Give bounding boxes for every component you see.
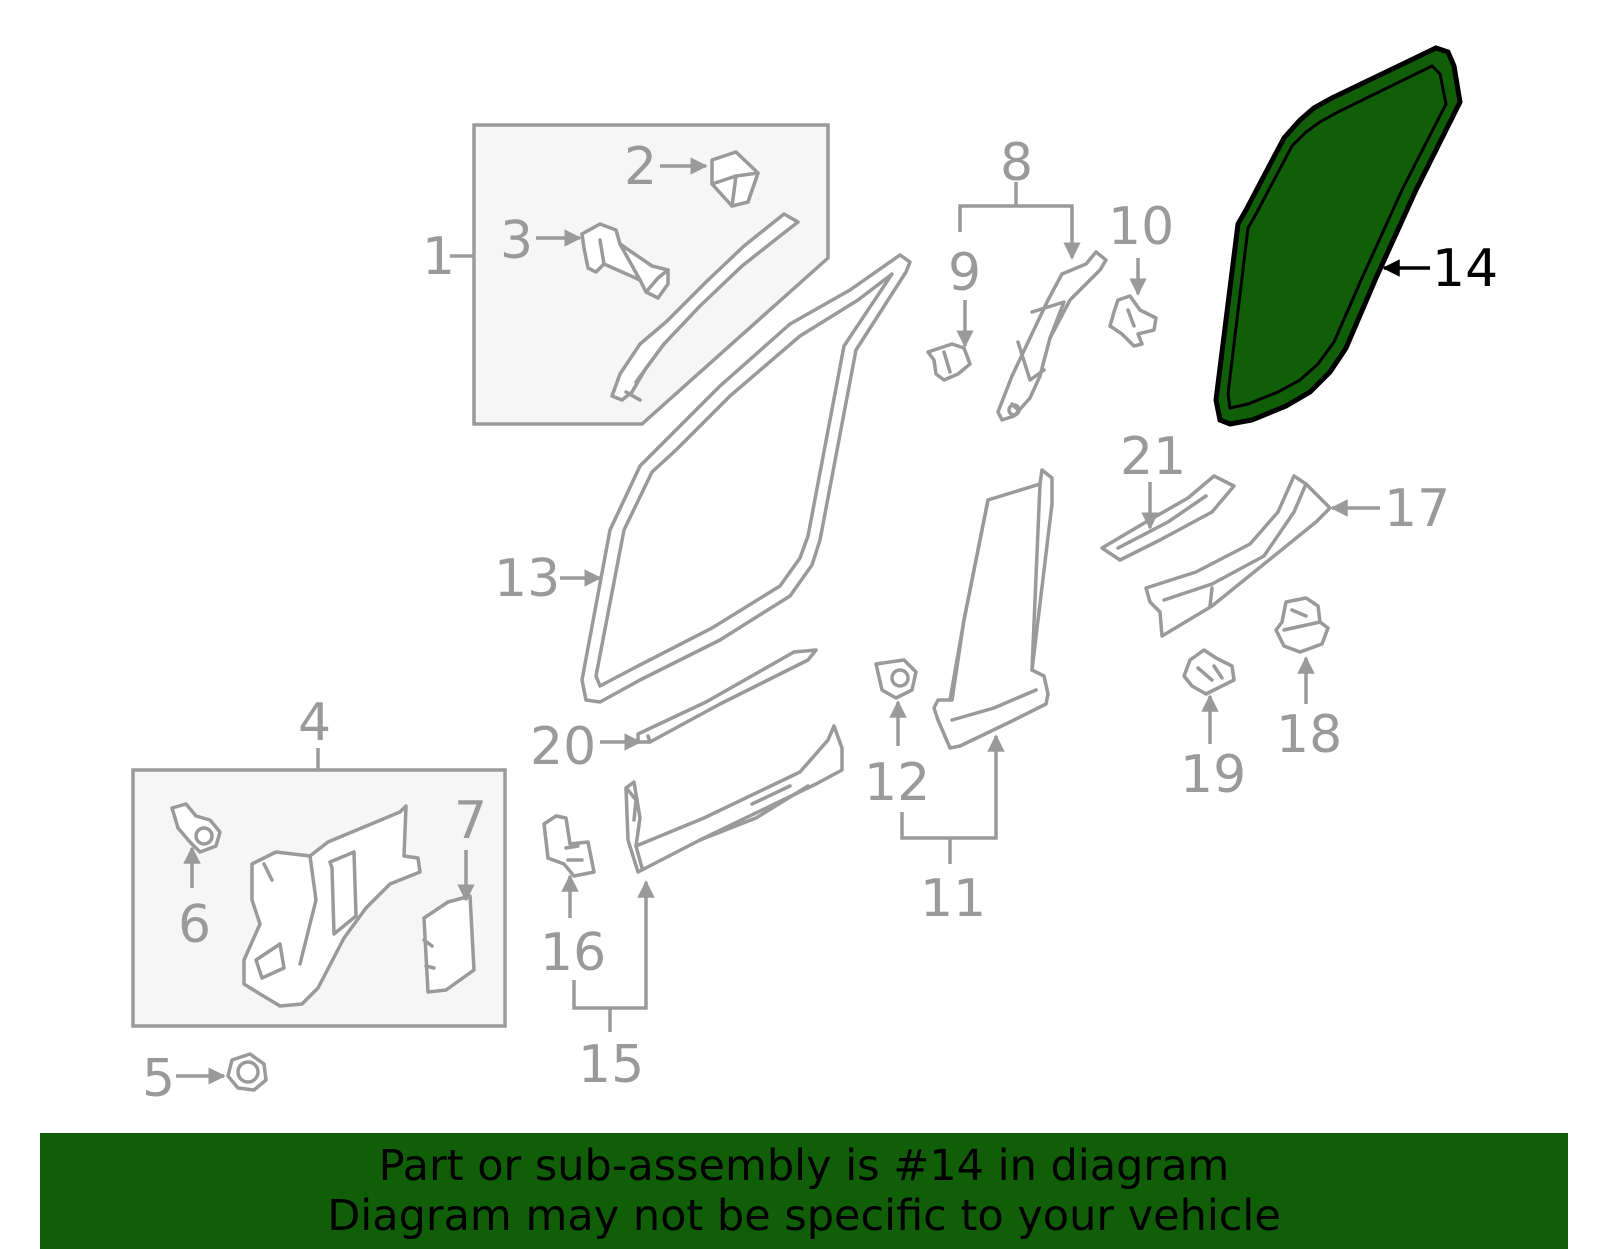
part-20-sill-strip[interactable]: [636, 648, 818, 744]
leader-lines: [176, 157, 1430, 1085]
callout-11: 11: [920, 869, 986, 929]
part-11-pillar-lower-trim[interactable]: [932, 468, 1054, 750]
callout-13: 13: [494, 549, 560, 609]
callout-3: 3: [500, 211, 533, 271]
part-info-banner: Part or sub-assembly is #14 in diagram D…: [40, 1133, 1568, 1249]
callout-8: 8: [1000, 133, 1033, 193]
callout-20: 20: [530, 717, 596, 777]
part-9-clip[interactable]: [926, 342, 972, 382]
part-13-door-weatherstrip[interactable]: [580, 253, 912, 704]
callout-15: 15: [578, 1035, 644, 1095]
callout-14: 14: [1432, 239, 1498, 299]
a-pillar-trim[interactable]: [610, 212, 800, 402]
part-7-cover[interactable]: [422, 894, 476, 994]
part-18-clip[interactable]: [1274, 596, 1330, 654]
part-2-clip[interactable]: [710, 150, 760, 208]
part-17-scuff-plate[interactable]: [1144, 474, 1332, 638]
callout-7: 7: [454, 791, 487, 851]
callout-19: 19: [1180, 745, 1246, 805]
callout-6: 6: [178, 895, 211, 955]
callout-9: 9: [948, 243, 981, 303]
callout-18: 18: [1276, 705, 1342, 765]
banner-line-1: Part or sub-assembly is #14 in diagram: [378, 1141, 1230, 1191]
part-3-bracket[interactable]: [580, 222, 670, 300]
part-12-clip[interactable]: [874, 658, 918, 700]
part-19-clip[interactable]: [1182, 648, 1236, 696]
part-6-push-clip[interactable]: [170, 802, 222, 854]
callout-12: 12: [864, 753, 930, 813]
quarter-trim-panel[interactable]: [242, 804, 422, 1008]
part-15-scuff-plate[interactable]: [624, 724, 844, 874]
callout-5: 5: [142, 1049, 175, 1109]
callout-2: 2: [624, 137, 657, 197]
callout-21: 21: [1120, 427, 1186, 487]
part-8-pillar-upper-trim[interactable]: [996, 250, 1108, 422]
callout-10: 10: [1108, 197, 1174, 257]
callout-16: 16: [540, 923, 606, 983]
part-14-highlighted-seal[interactable]: [1213, 45, 1463, 427]
callout-1: 1: [422, 227, 455, 287]
part-10-clip[interactable]: [1108, 294, 1158, 348]
part-16-bracket[interactable]: [542, 814, 596, 878]
banner-line-2: Diagram may not be specific to your vehi…: [327, 1191, 1281, 1241]
callout-17: 17: [1384, 479, 1450, 539]
part-21-sill-plate[interactable]: [1100, 474, 1236, 562]
callout-labels: 1 2 3 4 5 6 7 8 9 10 11 12 13 14 15 16 1…: [142, 133, 1498, 1109]
part-5-nut[interactable]: [226, 1052, 268, 1092]
callout-4: 4: [298, 693, 331, 753]
